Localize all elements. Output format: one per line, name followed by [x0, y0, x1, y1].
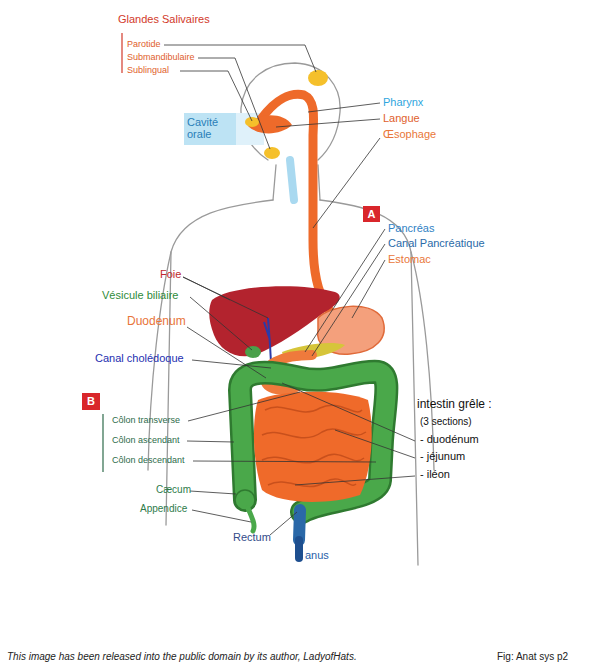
part-label: Canal cholédoque [95, 352, 184, 365]
trachea [290, 160, 294, 200]
anus [295, 540, 303, 558]
part-label: Côlon ascendant [112, 435, 180, 445]
node-text: Cavité orale [187, 116, 236, 140]
part-label: Côlon descendant [112, 455, 185, 465]
part-label: Foie [160, 268, 181, 281]
part-label: Pancréas [388, 222, 434, 235]
cecum [235, 490, 255, 510]
leader-line [335, 430, 415, 458]
leader-line [295, 476, 415, 485]
group-heading: Glandes Salivaires [118, 13, 210, 26]
part-label: Cæcum [156, 484, 191, 496]
rectum [299, 510, 300, 540]
part-label: Appendice [140, 503, 187, 515]
callout-box: B [82, 393, 100, 410]
leader-line [193, 461, 376, 462]
colon [240, 372, 386, 512]
part-label: Duodenum [127, 315, 186, 329]
part-label: Submandibulaire [127, 52, 195, 62]
parotid-gland [308, 70, 328, 86]
appendix [248, 508, 254, 531]
leader-line [187, 441, 234, 442]
small-intestine [254, 392, 372, 502]
part-label: Vésicule biliaire [102, 289, 178, 302]
submandibular-gland [264, 147, 280, 159]
part-label: - iléon [420, 468, 450, 481]
part-label: Canal Pancréatique [388, 237, 485, 250]
part-label: - jéjunum [420, 450, 465, 463]
part-label: anus [305, 549, 329, 562]
leader-line [192, 360, 271, 368]
leader-line [305, 229, 385, 352]
colon-outline [240, 372, 386, 512]
oral-cavity-box: Cavité orale [184, 113, 236, 145]
intestine-loops [262, 405, 366, 486]
bracket-line [121, 33, 122, 73]
part-label: - duodénum [420, 433, 479, 446]
part-label: intestin grêle : [417, 398, 492, 412]
node-text: B [82, 394, 100, 409]
part-label: Œsophage [383, 128, 436, 141]
leader-line [190, 491, 236, 494]
leader-line [282, 383, 415, 441]
part-label: Rectum [233, 531, 271, 544]
part-label: Fig: Anat sys p2 [497, 651, 568, 663]
callout-box: A [363, 206, 380, 222]
caption: This image has been released into the pu… [7, 651, 357, 663]
leader-line [313, 138, 380, 228]
part-label: Sublingual [127, 65, 169, 75]
leader-line [188, 392, 300, 421]
part-label: Pharynx [383, 96, 423, 109]
leader-line [192, 510, 251, 522]
part-label: Côlon transverse [112, 415, 180, 425]
bracket-line [102, 414, 103, 472]
leader-line [276, 119, 380, 127]
leader-line [312, 244, 385, 356]
leader-line [308, 103, 380, 112]
leader-line [190, 297, 252, 350]
gallbladder [245, 346, 261, 358]
part-label: Parotide [127, 39, 161, 49]
part-label: Estomac [388, 253, 431, 266]
sublingual-gland [245, 117, 259, 127]
leader-line [187, 327, 266, 378]
leader-line [183, 277, 268, 318]
leader-line [270, 512, 297, 535]
part-label: Langue [383, 112, 420, 125]
node-text: A [363, 207, 380, 221]
leader-line [352, 260, 385, 318]
part-label: (3 sections) [420, 416, 472, 428]
